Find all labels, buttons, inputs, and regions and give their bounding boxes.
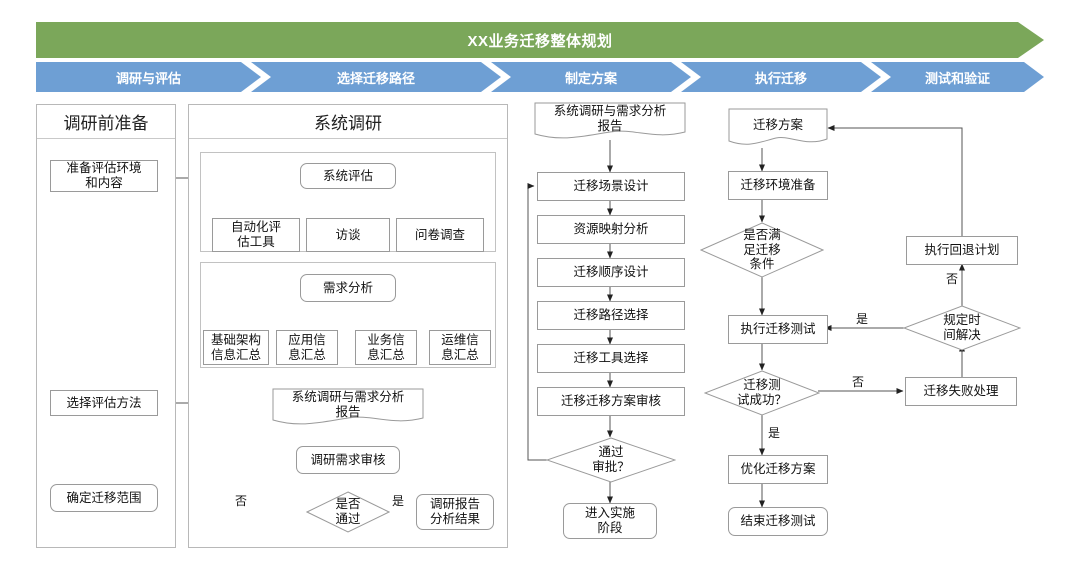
diamond-shape-icon: [903, 305, 1021, 351]
edge-label-survey-yes: 是: [392, 494, 405, 508]
edge-label-survey-no: 否: [235, 494, 248, 508]
node-select-method[interactable]: 选择评估方法: [50, 390, 158, 416]
node-interview[interactable]: 访谈: [306, 218, 390, 252]
diamond-shape-icon: [306, 491, 390, 533]
node-plan-report-label: 系统调研与需求分析报告: [553, 103, 667, 133]
node-questionnaire[interactable]: 问卷调查: [396, 218, 484, 252]
edge-label-test-no: 否: [852, 375, 865, 389]
main-banner-title: XX业务迁移整体规划: [467, 32, 613, 50]
node-enter-implementation[interactable]: 进入实施阶段: [563, 503, 657, 539]
node-migration-order[interactable]: 迁移顺序设计: [537, 258, 685, 287]
node-automation-tool[interactable]: 自动化评估工具: [212, 218, 300, 252]
node-plan-approval-label: 通过审批？: [592, 445, 630, 474]
node-migration-plan-audit[interactable]: 迁移迁移方案审核: [537, 387, 685, 416]
node-requirement-analysis[interactable]: 需求分析: [300, 274, 396, 302]
node-prepare-env[interactable]: 准备评估环境和内容: [50, 160, 158, 192]
node-survey-result[interactable]: 调研报告分析结果: [416, 494, 494, 530]
diamond-shape-icon: [704, 370, 820, 416]
node-run-migration-test[interactable]: 执行迁移测试: [728, 315, 828, 344]
node-migration-condition-label: 是否满足迁移条件: [743, 227, 781, 272]
node-survey-report[interactable]: 系统调研与需求分析报告: [272, 388, 424, 426]
diamond-shape-icon: [546, 437, 676, 483]
node-resource-mapping[interactable]: 资源映射分析: [537, 215, 685, 244]
diamond-shape-icon: [700, 222, 824, 278]
phase-label-0: 调研与评估: [115, 70, 181, 86]
node-migration-tool[interactable]: 迁移工具选择: [537, 344, 685, 373]
node-ops-info[interactable]: 运维信息汇总: [429, 330, 491, 365]
edge-label-time-no: 否: [946, 272, 959, 286]
node-migration-path[interactable]: 迁移路径选择: [537, 301, 685, 330]
node-biz-info[interactable]: 业务信息汇总: [355, 330, 417, 365]
node-survey-report-label: 系统调研与需求分析报告: [291, 389, 405, 419]
node-migration-failure-handling[interactable]: 迁移失败处理: [905, 377, 1017, 406]
node-infra-info[interactable]: 基础架构信息汇总: [203, 330, 269, 365]
main-banner: XX业务迁移整体规划: [36, 22, 1044, 58]
node-time-resolution-decision[interactable]: 规定时间解决: [903, 305, 1021, 351]
document-shape-icon: [728, 108, 828, 145]
node-optimize-migration-plan[interactable]: 优化迁移方案: [728, 455, 828, 484]
phase-item-0[interactable]: 调研与评估: [36, 62, 261, 92]
phase-item-1[interactable]: 选择迁移路径: [251, 62, 501, 92]
node-plan-report[interactable]: 系统调研与需求分析报告: [534, 102, 686, 140]
phase-item-4[interactable]: 测试和验证: [871, 62, 1044, 92]
phase-item-3[interactable]: 执行迁移: [681, 62, 881, 92]
node-survey-decision[interactable]: 是否通过: [306, 491, 390, 533]
node-define-scope[interactable]: 确定迁移范围: [50, 484, 158, 512]
document-shape-icon: [534, 102, 686, 139]
node-time-resolution-label: 规定时间解决: [943, 313, 981, 342]
edge-label-test-yes: 是: [768, 426, 781, 440]
edge-label-time-yes: 是: [856, 312, 869, 326]
node-migration-plan-doc-label: 迁移方案: [752, 118, 803, 133]
node-system-evaluation[interactable]: 系统评估: [300, 163, 396, 189]
phase-item-2[interactable]: 制定方案: [491, 62, 691, 92]
node-finish-migration-test[interactable]: 结束迁移测试: [728, 507, 828, 536]
node-execute-rollback-plan[interactable]: 执行回退计划: [906, 236, 1018, 265]
phase-label-1: 选择迁移路径: [336, 70, 415, 86]
document-shape-icon: [272, 388, 424, 425]
node-migration-env-prep[interactable]: 迁移环境准备: [728, 171, 828, 200]
node-migration-plan-doc[interactable]: 迁移方案: [728, 108, 828, 148]
node-migration-condition-decision[interactable]: 是否满足迁移条件: [700, 222, 824, 278]
node-app-info[interactable]: 应用信息汇总: [276, 330, 338, 365]
node-survey-review[interactable]: 调研需求审核: [296, 446, 400, 474]
phase-label-4: 测试和验证: [924, 70, 990, 86]
panel-survey-title: 系统调研: [189, 105, 507, 139]
node-migration-test-decision[interactable]: 迁移测试成功？: [704, 370, 820, 416]
phase-label-2: 制定方案: [564, 70, 617, 86]
node-migration-test-label: 迁移测试成功？: [736, 378, 787, 407]
node-plan-approval-decision[interactable]: 通过审批？: [546, 437, 676, 483]
node-survey-decision-label: 是否通过: [335, 497, 361, 526]
phase-label-3: 执行迁移: [754, 70, 807, 86]
node-migration-scene-design[interactable]: 迁移场景设计: [537, 172, 685, 201]
panel-prep-title: 调研前准备: [37, 105, 175, 139]
phase-ribbon: 调研与评估 选择迁移路径 制定方案 执行迁移 测试和验证: [36, 62, 1044, 92]
